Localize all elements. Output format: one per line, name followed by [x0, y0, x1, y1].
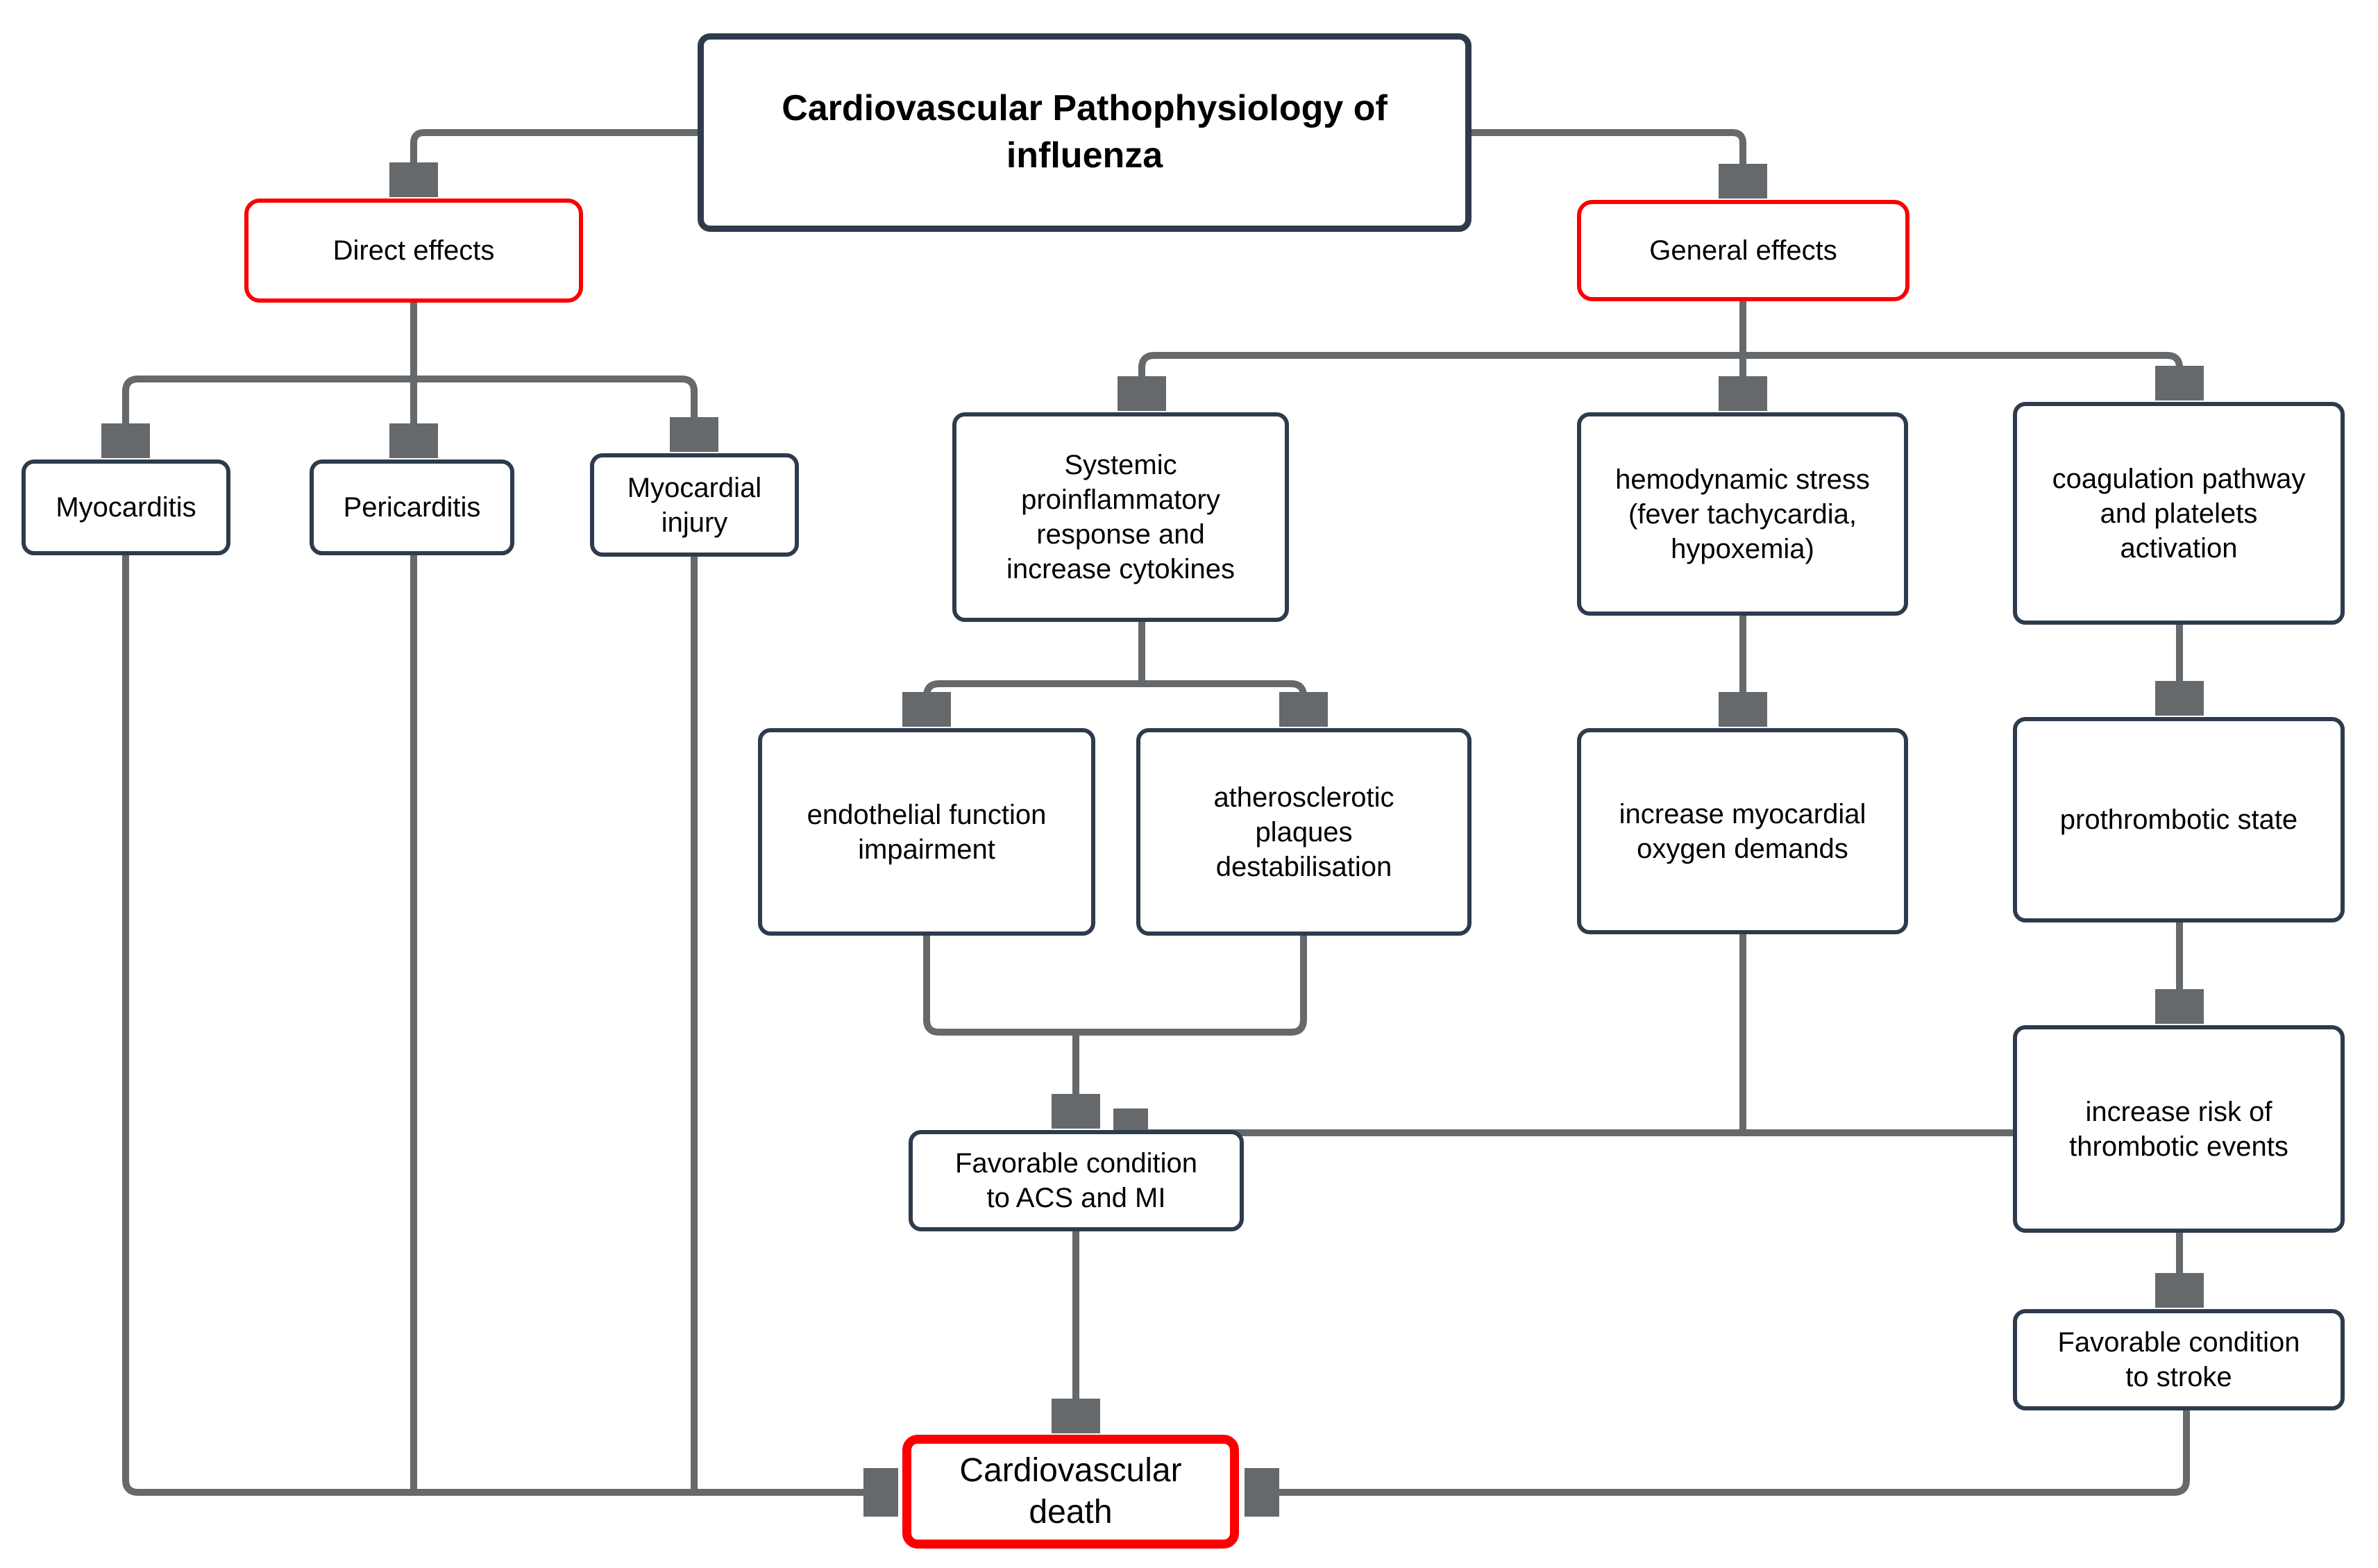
node-plaque-destabilisation: atherosclerotic plaques destabilisation: [1136, 728, 1472, 936]
connector-direct-branch-bar: [122, 376, 698, 392]
node-title: Cardiovascular Pathophysiology of influe…: [698, 33, 1472, 232]
connector-myocarditis-drop: [122, 554, 139, 1496]
node-hemodynamic-stress: hemodynamic stress (fever tachycardia, h…: [1577, 412, 1908, 616]
connector-general-branch-bar: [1138, 352, 2183, 369]
node-general-effects: General effects: [1577, 200, 1909, 301]
node-oxygen-demands: increase myocardial oxygen demands: [1577, 728, 1908, 934]
node-favorable-acs-mi: Favorable condition to ACS and MI: [909, 1130, 1244, 1231]
node-myocarditis: Myocarditis: [22, 460, 230, 555]
connector-title-to-direct: [414, 129, 698, 194]
connector-systemic-branch-bar: [923, 680, 1307, 697]
node-pericarditis: Pericarditis: [310, 460, 514, 555]
node-direct-effects: Direct effects: [244, 199, 583, 303]
connector-stroke-to-death: [1247, 1409, 2190, 1492]
connector-endothelial-merge: [923, 934, 1307, 1036]
node-cardiovascular-death: Cardiovascular death: [902, 1435, 1239, 1549]
node-thrombotic-events: increase risk of thrombotic events: [2013, 1025, 2345, 1233]
node-coagulation-activation: coagulation pathway and platelets activa…: [2013, 402, 2345, 625]
connector-title-to-general: [1472, 129, 1743, 196]
node-favorable-stroke: Favorable condition to stroke: [2013, 1309, 2345, 1410]
node-prothrombotic-state: prothrombotic state: [2013, 717, 2345, 922]
node-myocardial-injury: Myocardial injury: [590, 453, 799, 557]
node-endothelial-impairment: endothelial function impairment: [758, 728, 1095, 936]
node-systemic-response: Systemic proinflammatory response and in…: [952, 412, 1289, 622]
